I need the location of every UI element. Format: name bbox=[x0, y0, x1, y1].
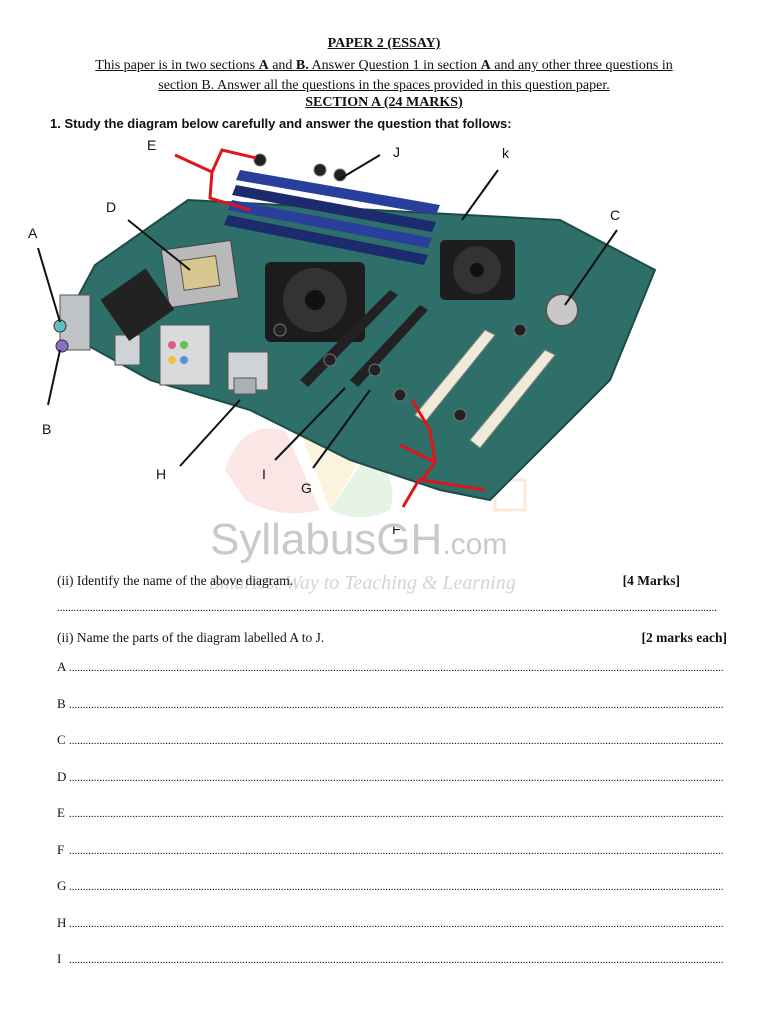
answer-dots: ........................................… bbox=[69, 844, 723, 857]
answer-dots: ........................................… bbox=[69, 662, 723, 674]
cpu-socket bbox=[160, 239, 240, 309]
label-h: H bbox=[156, 466, 166, 482]
question-1: 1. Study the diagram below carefully and… bbox=[50, 116, 512, 131]
answer-line-identify[interactable]: ........................................… bbox=[57, 602, 717, 614]
red-pointers bbox=[174, 148, 486, 508]
expansion-slots bbox=[300, 290, 556, 449]
answer-line-e[interactable]: E.......................................… bbox=[57, 805, 723, 821]
chipset-fan bbox=[440, 240, 515, 300]
label-e: E bbox=[147, 137, 156, 153]
answer-key: F bbox=[57, 841, 65, 857]
motherboard-diagram: A B C D E F G H I J k bbox=[28, 137, 657, 537]
paper-title: PAPER 2 (ESSAY) bbox=[327, 36, 441, 51]
label-i: I bbox=[262, 466, 266, 482]
answer-dots: ........................................… bbox=[69, 808, 723, 820]
instructions: This paper is in two sections A and B. A… bbox=[95, 58, 673, 93]
label-k: k bbox=[502, 145, 510, 161]
answer-key: A bbox=[57, 659, 67, 674]
answer-line-d[interactable]: D.......................................… bbox=[57, 769, 723, 785]
cmos-battery bbox=[545, 293, 579, 327]
answer-line-a[interactable]: A.......................................… bbox=[57, 659, 723, 675]
vrm-heatsink bbox=[100, 268, 175, 341]
answer-dots: ........................................… bbox=[69, 881, 723, 893]
label-g: G bbox=[301, 480, 312, 496]
answer-line-h[interactable]: H.......................................… bbox=[57, 915, 723, 931]
answer-line-f[interactable]: F.......................................… bbox=[57, 842, 723, 858]
label-b: B bbox=[42, 421, 51, 437]
answer-key: H bbox=[57, 914, 67, 930]
answer-line-c[interactable]: C.......................................… bbox=[57, 732, 723, 748]
answer-key: B bbox=[57, 695, 66, 711]
section-heading: SECTION A (24 MARKS) bbox=[305, 95, 463, 110]
answer-key: I bbox=[57, 951, 62, 966]
ram-slots bbox=[224, 170, 440, 265]
answer-dots: ........................................… bbox=[69, 771, 723, 784]
diagram-labels: A B C D E F G H I J k bbox=[28, 137, 620, 537]
watermark-text: SyllabusGH.com bbox=[210, 515, 508, 564]
watermark-tagline: Smartest Way to Teaching & Learning bbox=[210, 572, 516, 594]
answer-line-b[interactable]: B.......................................… bbox=[57, 696, 723, 712]
instructions-line-2: section B. Answer all the questions in t… bbox=[158, 78, 610, 93]
answer-line-g[interactable]: G.......................................… bbox=[57, 878, 723, 894]
back-panel-ports bbox=[53, 294, 269, 395]
label-d: D bbox=[106, 199, 116, 215]
label-c: C bbox=[610, 207, 620, 223]
answer-dots: ........................................… bbox=[69, 698, 723, 711]
answer-key: E bbox=[57, 805, 65, 820]
label-a: A bbox=[28, 225, 38, 241]
answer-line-i[interactable]: I.......................................… bbox=[57, 951, 723, 967]
cpu-fan bbox=[265, 262, 365, 342]
label-f: F bbox=[392, 521, 401, 537]
answer-dots: ........................................… bbox=[69, 954, 723, 966]
answer-key: G bbox=[57, 878, 67, 893]
answer-dots: ........................................… bbox=[69, 917, 723, 930]
leader-lines bbox=[37, 154, 618, 469]
answer-dots: ........................................… bbox=[69, 735, 723, 747]
label-j: J bbox=[393, 144, 400, 160]
question-name-parts: (ii) Name the parts of the diagram label… bbox=[57, 630, 727, 645]
answer-key: D bbox=[57, 768, 67, 784]
question-identify: (ii) Identify the name of the above diag… bbox=[57, 573, 680, 588]
answer-key: C bbox=[57, 732, 66, 747]
